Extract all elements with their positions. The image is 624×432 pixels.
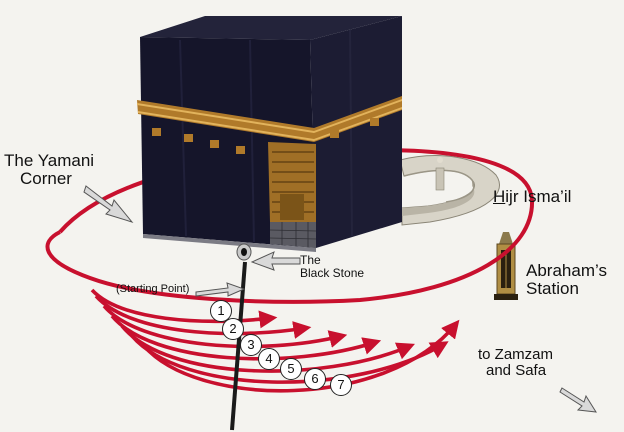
circuit-arrows <box>90 288 460 393</box>
zamzam-safa-label: to Zamzam and Safa <box>478 347 553 379</box>
circuit-arrow-1 <box>90 288 278 329</box>
circuit-arrow-2 <box>94 294 312 339</box>
yamani-corner-label-line1: The Yamani <box>4 151 95 170</box>
orbit-front <box>45 199 535 304</box>
circuit-arrow-3 <box>102 304 348 349</box>
circuit-arrow-6 <box>130 334 449 384</box>
circuit-number-2: 2 <box>222 318 244 340</box>
starting-point-pointer-icon <box>195 282 246 297</box>
zamzam-safa-label-line2: and Safa <box>486 361 547 379</box>
circuit-arrow-4 <box>110 314 382 361</box>
abrahams-station-label-line1: Abraham’s <box>526 261 607 280</box>
circuit-number-7: 7 <box>330 374 352 396</box>
circuit-number-5: 5 <box>280 358 302 380</box>
black-stone-label-line2: Black Stone <box>300 265 365 280</box>
circuit-number-6: 6 <box>304 368 326 390</box>
zamzam-safa-label-line1: to Zamzam <box>478 346 554 363</box>
hijr-ismail-label-rest: ijr Isma’il <box>505 187 572 206</box>
yamani-corner-label-line2: Corner <box>20 168 72 188</box>
pointer-arrows <box>83 185 597 413</box>
circuit-arrow-7 <box>142 319 460 393</box>
kaaba <box>137 16 402 261</box>
zamzam-pointer-icon <box>559 387 597 413</box>
hijr-ismail-label: Hijr Isma’il <box>493 188 571 206</box>
yamani-pointer-icon <box>83 185 134 223</box>
black-stone-label-line1: The <box>300 253 321 267</box>
starting-point-label: (Starting Point) <box>116 283 190 295</box>
circuit-number-3: 3 <box>240 334 262 356</box>
black-stone-pointer-icon <box>250 251 301 271</box>
abrahams-station-label-line2: Station <box>526 278 579 298</box>
yamani-corner-label: The Yamani Corner <box>4 152 94 188</box>
circuit-number-4: 4 <box>258 348 280 370</box>
circuit-arrow-5 <box>120 324 415 373</box>
hijr-ismail-wall <box>399 155 500 226</box>
circuit-number-1: 1 <box>210 300 232 322</box>
black-stone-label: The Black Stone <box>300 254 364 279</box>
abrahams-station-label: Abraham’s Station <box>526 262 607 298</box>
hijr-ismail-label-initial: H <box>493 187 506 206</box>
